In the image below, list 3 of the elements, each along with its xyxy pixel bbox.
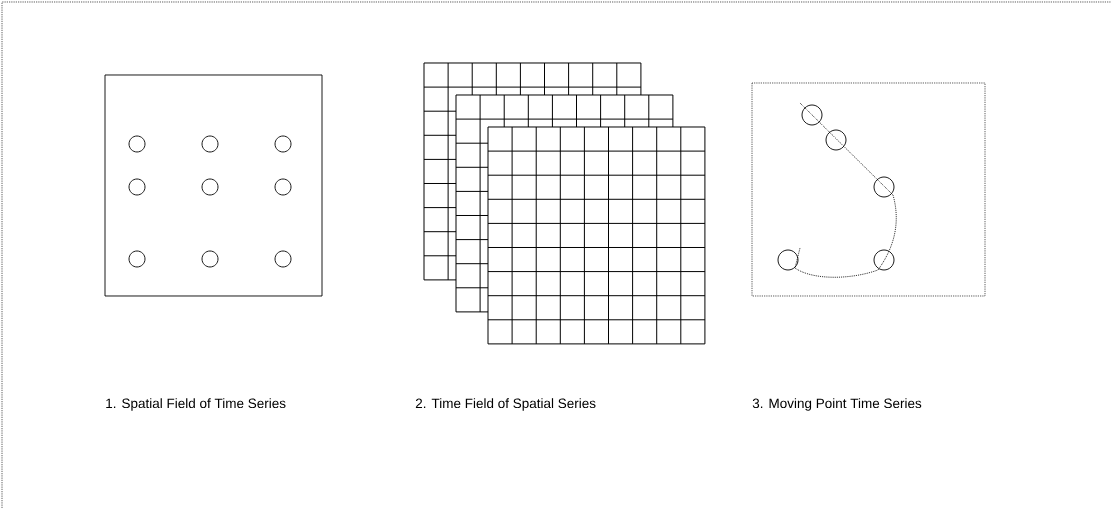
caption: 2. Time Field of Spatial Series <box>415 398 596 411</box>
caption: 1. Spatial Field of Time Series <box>106 398 286 411</box>
caption: 3. Moving Point Time Series <box>752 398 922 411</box>
